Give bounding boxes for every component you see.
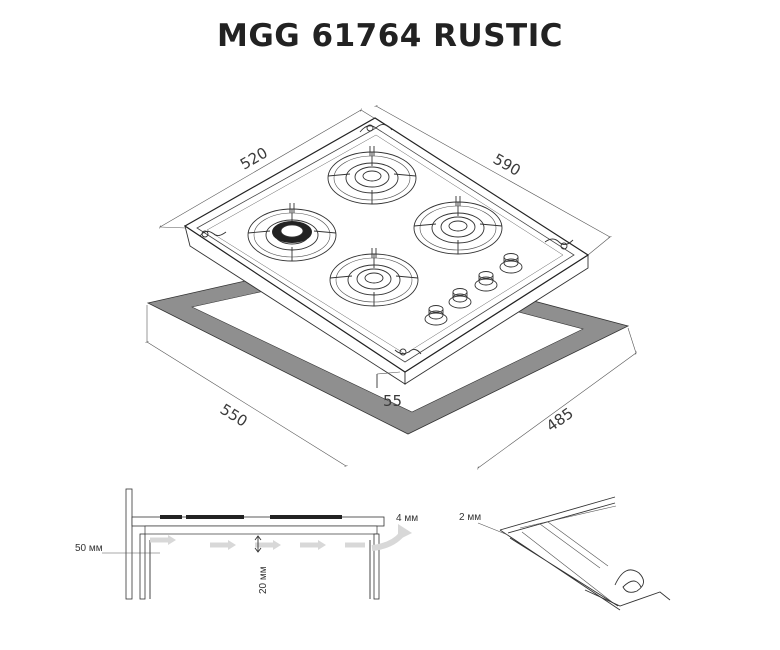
depth-label: 520: [237, 144, 271, 174]
vent-gap-label: 20 мм: [258, 566, 269, 594]
cutout-width-label: 550: [217, 400, 251, 430]
cutout-depth-label: 485: [543, 404, 577, 435]
dimension-height: 55: [376, 371, 402, 410]
width-label: 590: [490, 150, 524, 180]
seal-detail: 2 мм: [459, 496, 671, 611]
wall-gap-label: 50 мм: [75, 543, 103, 554]
product-title: MGG 61764 RUSTIC: [217, 18, 563, 54]
seal-gap-label: 2 мм: [459, 512, 481, 523]
installation-section: 50 мм 20 мм 4 мм: [75, 488, 418, 600]
edge-gap-label: 4 мм: [396, 513, 418, 524]
height-label: 55: [383, 392, 402, 410]
